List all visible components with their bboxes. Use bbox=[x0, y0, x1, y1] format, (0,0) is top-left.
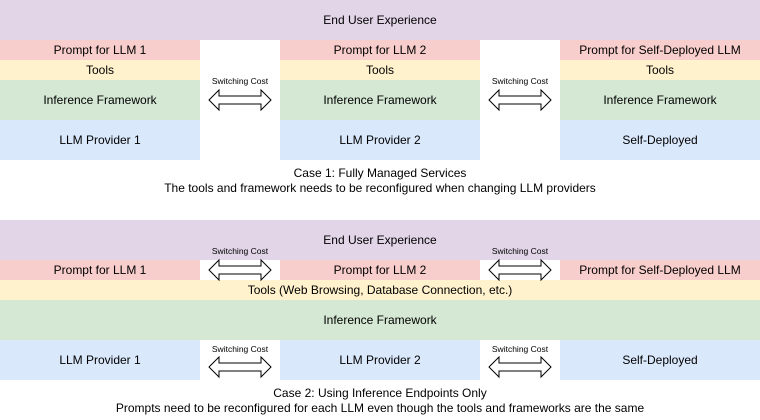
case1-provider-llm1: LLM Provider 1 bbox=[0, 120, 200, 160]
double-arrow-icon bbox=[488, 88, 552, 112]
case1-tools-llm2: Tools bbox=[280, 60, 480, 80]
case2-user-experience: End User Experience bbox=[0, 220, 760, 260]
double-arrow-icon bbox=[488, 258, 552, 282]
double-arrow-icon bbox=[208, 88, 272, 112]
case1-provider-llm2: LLM Provider 2 bbox=[280, 120, 480, 160]
case2-tools-shared: Tools (Web Browsing, Database Connection… bbox=[0, 280, 760, 300]
double-arrow-icon bbox=[488, 355, 552, 379]
case1-framework-llm1: Inference Framework bbox=[0, 80, 200, 120]
double-arrow-icon bbox=[208, 258, 272, 282]
case2-provider-self-deployed: Self-Deployed bbox=[560, 340, 760, 380]
case1-prompt-llm1: Prompt for LLM 1 bbox=[0, 40, 200, 60]
case2-provider-switching-cost-label-1: Switching Cost bbox=[211, 344, 269, 354]
case1-switching-cost-label-1: Switching Cost bbox=[211, 76, 269, 86]
case2-framework-shared: Inference Framework bbox=[0, 300, 760, 340]
case1-framework-self-deployed: Inference Framework bbox=[560, 80, 760, 120]
case2-prompt-self-deployed: Prompt for Self-Deployed LLM bbox=[560, 260, 760, 280]
double-arrow-icon bbox=[208, 355, 272, 379]
case2-prompt-switching-cost-label-1: Switching Cost bbox=[211, 246, 269, 256]
case1-provider-self-deployed: Self-Deployed bbox=[560, 120, 760, 160]
case2-prompt-llm2: Prompt for LLM 2 bbox=[280, 260, 480, 280]
case1-caption-text: The tools and framework needs to be reco… bbox=[164, 181, 596, 195]
case2-caption-title: Case 2: Using Inference Endpoints Only bbox=[273, 386, 487, 400]
case2-provider-llm2: LLM Provider 2 bbox=[280, 340, 480, 380]
case2-caption-text: Prompts need to be reconfigured for each… bbox=[115, 401, 645, 415]
case1-prompt-llm2: Prompt for LLM 2 bbox=[280, 40, 480, 60]
case1-tools-self-deployed: Tools bbox=[560, 60, 760, 80]
case2-prompt-llm1: Prompt for LLM 1 bbox=[0, 260, 200, 280]
case2-provider-llm1: LLM Provider 1 bbox=[0, 340, 200, 380]
case1-prompt-self-deployed: Prompt for Self-Deployed LLM bbox=[560, 40, 760, 60]
case1-tools-llm1: Tools bbox=[0, 60, 200, 80]
case1-switching-cost-label-2: Switching Cost bbox=[491, 76, 549, 86]
case2-prompt-switching-cost-label-2: Switching Cost bbox=[491, 246, 549, 256]
case2-provider-switching-cost-label-2: Switching Cost bbox=[491, 344, 549, 354]
case1-caption-title: Case 1: Fully Managed Services bbox=[293, 166, 467, 180]
case1-framework-llm2: Inference Framework bbox=[280, 80, 480, 120]
case1-user-experience: End User Experience bbox=[0, 0, 760, 40]
